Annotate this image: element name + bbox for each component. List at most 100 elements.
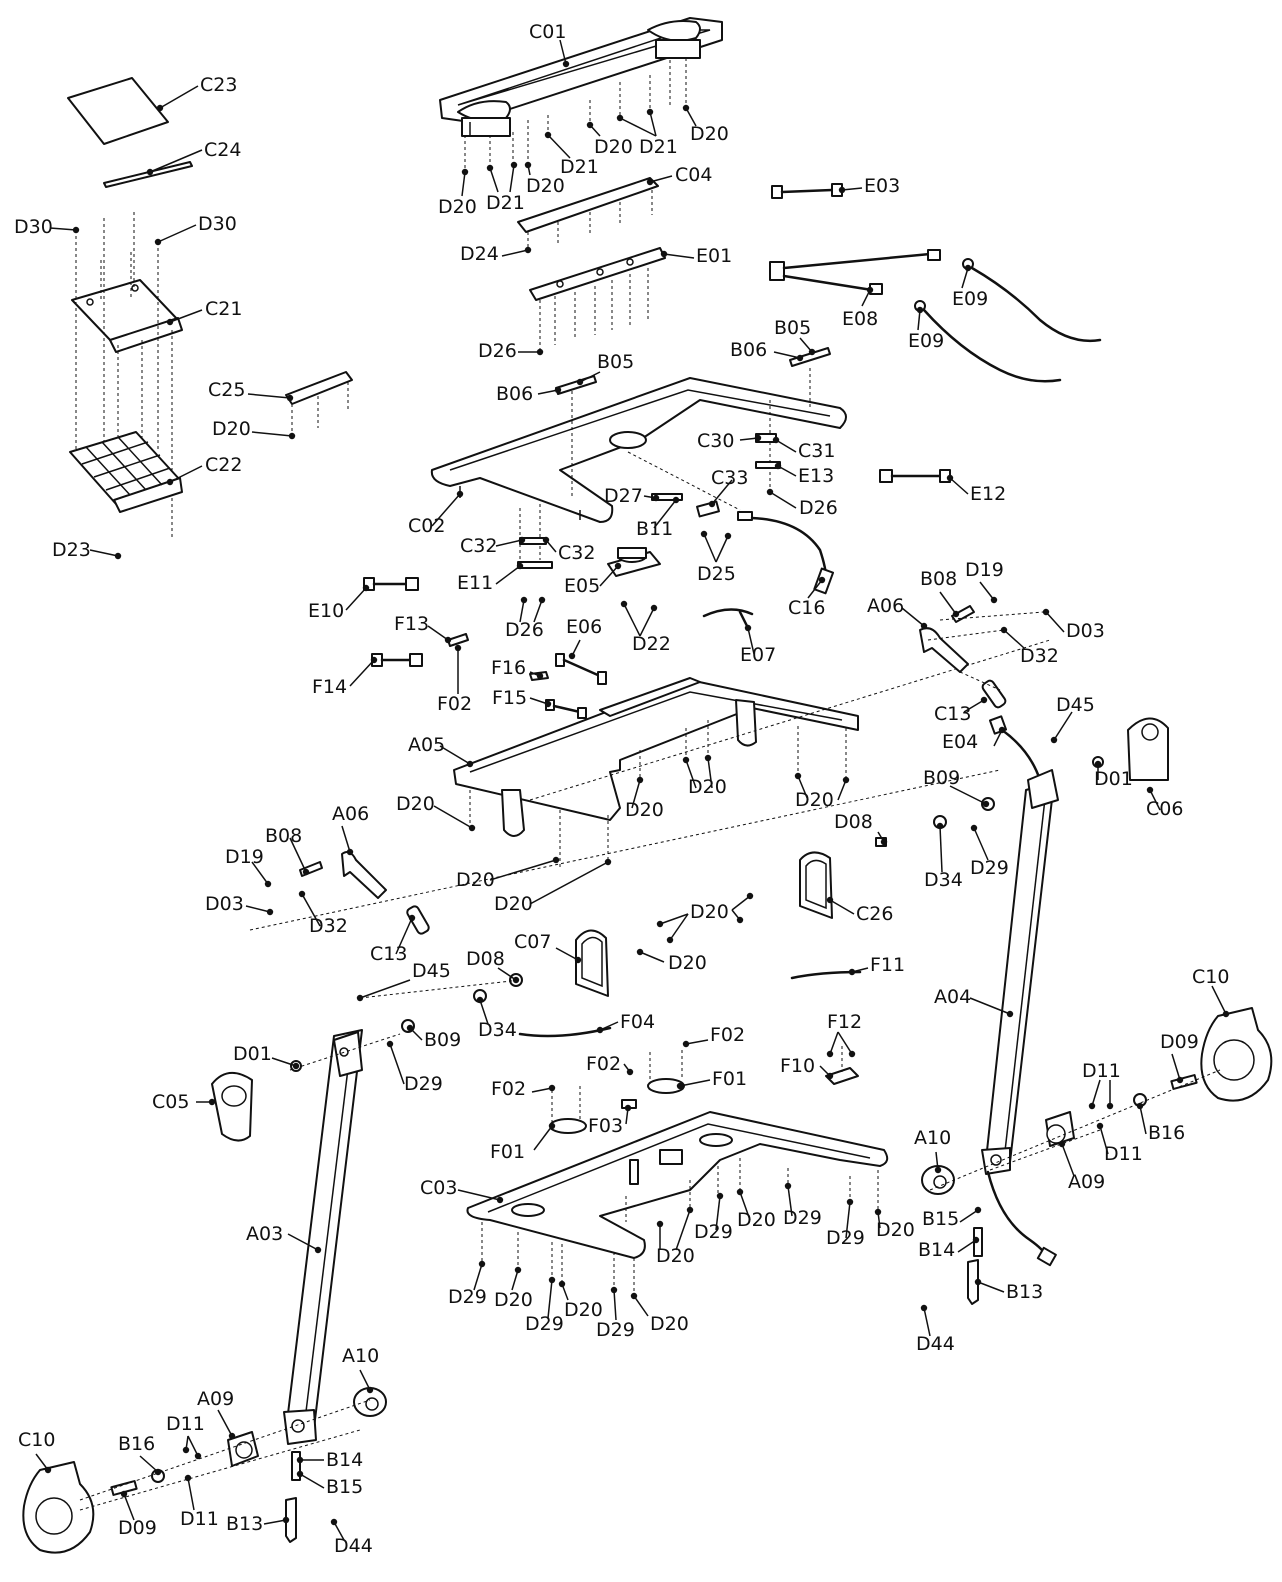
leader-line: [473, 1263, 483, 1291]
screw-icon: [596, 1026, 604, 1034]
screw-icon: [656, 920, 664, 928]
screw-icon: [826, 1050, 834, 1058]
label-d01-left: D01: [233, 1043, 272, 1065]
screw-icon: [980, 696, 988, 704]
screw-icon: [970, 824, 978, 832]
leader-line: [639, 607, 655, 637]
part-a03-left-post: [283, 1029, 363, 1445]
leader-line: [939, 591, 957, 615]
leader-line: [35, 1453, 49, 1471]
label-a03: A03: [246, 1223, 283, 1245]
label-b16-right: B16: [1148, 1122, 1185, 1144]
leader-line: [739, 1191, 751, 1221]
screw-icon: [826, 896, 834, 904]
screw-icon: [356, 994, 364, 1002]
leader-line: [509, 164, 515, 193]
screw-icon: [184, 1474, 192, 1482]
leader-line: [349, 659, 375, 687]
label-d29-c03-1: D29: [694, 1221, 733, 1243]
screw-icon: [636, 948, 644, 956]
cable-e12: [879, 469, 951, 483]
c21-dashed-lines: [75, 212, 173, 540]
screw-icon: [456, 490, 464, 498]
screw-icon: [228, 1432, 236, 1440]
leader-line: [579, 371, 601, 383]
leader-line: [663, 253, 695, 259]
label-f10: F10: [780, 1055, 815, 1077]
part-c25-handle: [285, 371, 353, 432]
leader-line: [901, 607, 925, 627]
leader-line: [1061, 1143, 1075, 1177]
leader-line: [797, 775, 809, 801]
leader-line: [461, 171, 466, 197]
label-e13: E13: [798, 465, 834, 487]
screw-icon: [794, 772, 802, 780]
screw-icon: [866, 286, 874, 294]
screw-icon: [630, 1292, 638, 1300]
leader-line: [961, 267, 969, 289]
label-f02-top: F02: [437, 693, 472, 715]
label-d22: D22: [632, 633, 671, 655]
leader-line: [299, 1473, 325, 1489]
screw-icon: [536, 672, 544, 680]
label-d21-a: D21: [486, 192, 525, 214]
screw-icon: [620, 600, 628, 608]
part-e01-circuit-board: [529, 247, 666, 352]
label-b13-left: B13: [226, 1513, 263, 1535]
label-d26-lower: D26: [505, 619, 544, 641]
screw-icon: [576, 378, 584, 386]
leader-line: [715, 535, 729, 563]
screw-icon: [700, 530, 708, 538]
screw-icon: [298, 890, 306, 898]
leader-line: [533, 599, 543, 623]
screw-icon: [524, 161, 532, 169]
label-b06-right: B06: [730, 339, 767, 361]
leader-line: [251, 861, 269, 885]
label-f02-right: F02: [710, 1024, 745, 1046]
label-f01-right: F01: [712, 1068, 747, 1090]
leader-line: [427, 625, 449, 641]
leader-line: [711, 479, 733, 505]
leader-line: [841, 187, 863, 191]
leader-line: [649, 175, 673, 183]
screw-icon: [208, 1098, 216, 1106]
leader-line: [773, 351, 801, 359]
screw-icon: [518, 536, 526, 544]
screw-icon: [990, 596, 998, 604]
screw-icon: [552, 856, 560, 864]
leader-line: [559, 39, 567, 65]
label-c02: C02: [408, 515, 445, 537]
leader-line: [555, 947, 579, 961]
screw-icon: [636, 776, 644, 784]
label-d11-left-top: D11: [166, 1413, 205, 1435]
part-b13-left: [285, 1497, 297, 1543]
screw-icon: [610, 1286, 618, 1294]
leader-line: [489, 167, 499, 193]
leader-line: [433, 805, 473, 829]
label-c25: C25: [208, 379, 245, 401]
screw-icon: [1006, 1010, 1014, 1018]
label-d24: D24: [460, 243, 499, 265]
label-b06-left: B06: [496, 383, 533, 405]
part-b13-right: [967, 1259, 979, 1305]
part-b05-b06-right: [789, 347, 831, 367]
leader-line: [359, 979, 411, 999]
label-d19-left: D19: [225, 846, 264, 868]
screw-icon: [604, 858, 612, 866]
label-d20-d: D20: [690, 123, 729, 145]
leader-line: [829, 1031, 839, 1055]
label-d44-right: D44: [916, 1333, 955, 1355]
screw-icon: [774, 462, 782, 470]
screw-icon: [1050, 736, 1058, 744]
part-a05-chassis: [453, 677, 859, 837]
screw-icon: [838, 186, 846, 194]
leader-line: [787, 1185, 793, 1217]
leader-line: [613, 1289, 617, 1321]
label-d11-right-bottom: D11: [1104, 1143, 1143, 1165]
leader-line: [1171, 1053, 1181, 1081]
leader-line: [439, 745, 471, 765]
screw-icon: [656, 1220, 664, 1228]
label-b05-right: B05: [774, 317, 811, 339]
label-b14-left: B14: [326, 1449, 363, 1471]
